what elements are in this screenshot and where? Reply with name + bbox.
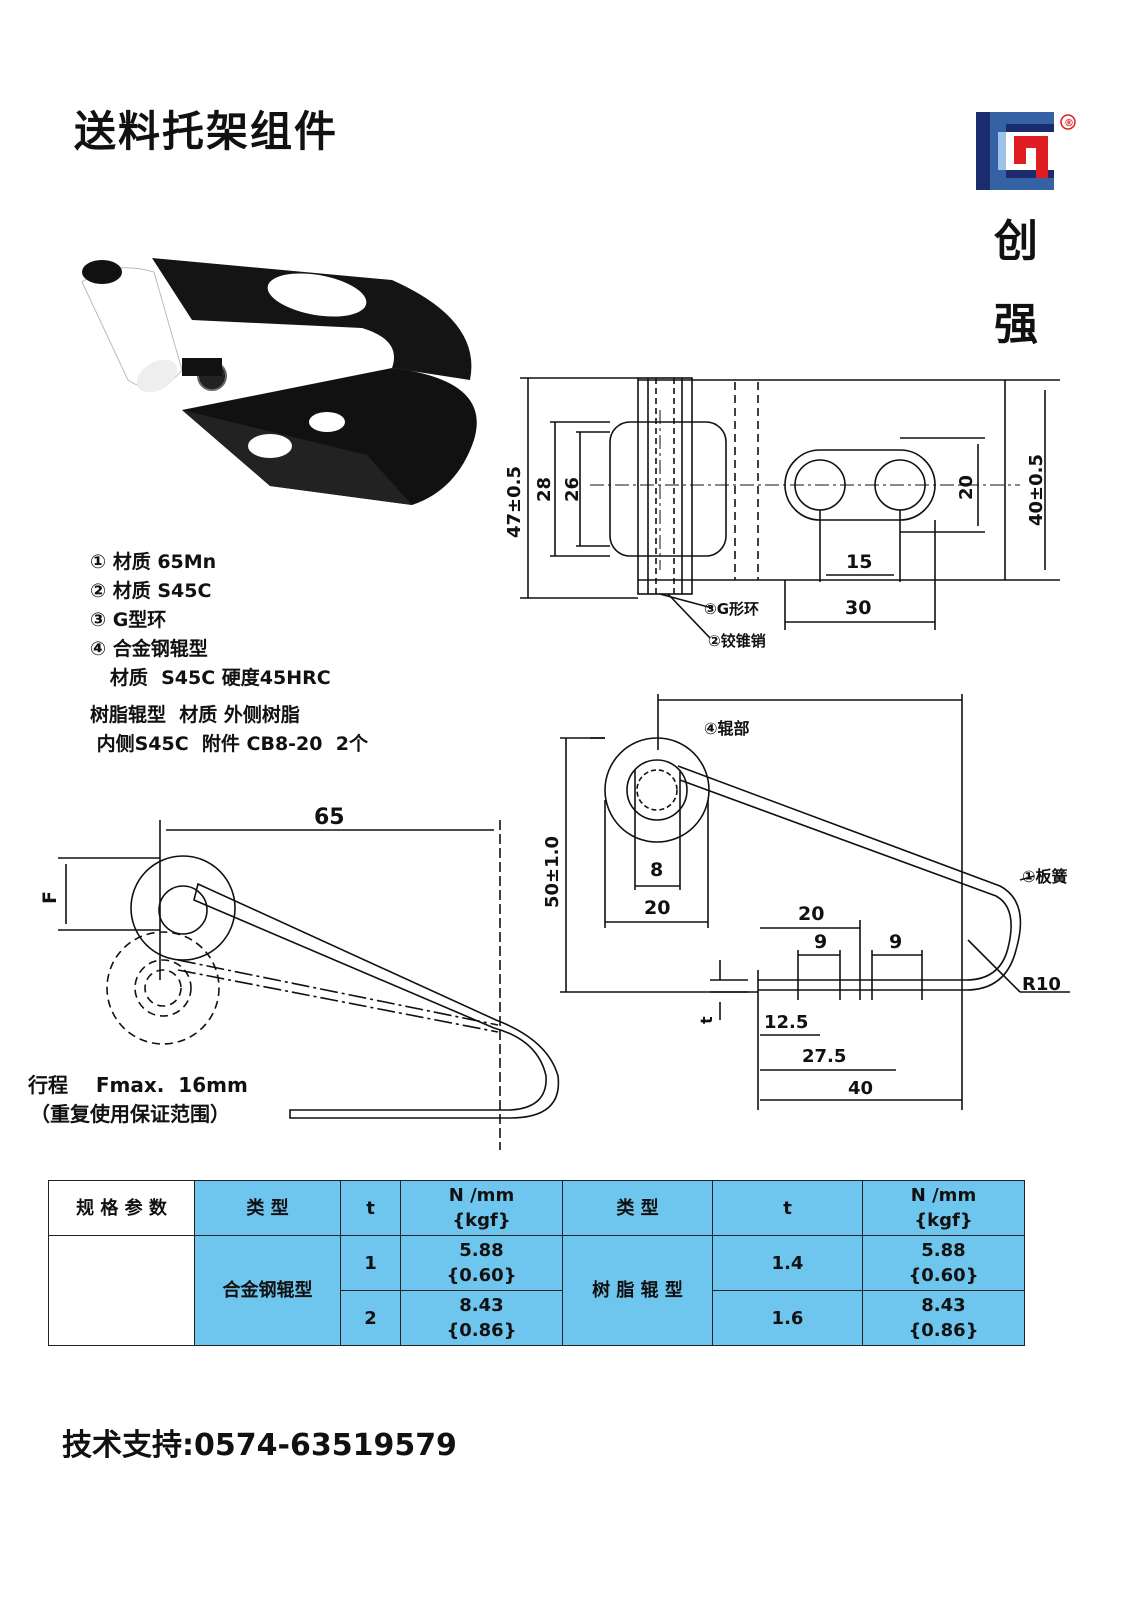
header-type-left: 类 型 xyxy=(194,1180,341,1236)
spec-roller-resin-inner: 内侧S45C 附件 CB8-20 2个 xyxy=(90,733,368,755)
dim-65: 65 xyxy=(314,805,345,830)
dim-8: 8 xyxy=(650,859,663,881)
stroke-note-2: （重复使用保证范围） xyxy=(30,1102,230,1126)
table-row: 5.88{0.60} xyxy=(400,1235,563,1291)
header-t-left: t xyxy=(340,1180,401,1236)
dim-20-top: 20 xyxy=(956,475,977,500)
dim-9-right: 9 xyxy=(889,931,902,953)
table-row: 2 xyxy=(340,1290,401,1346)
brand-char-2: 强 xyxy=(994,299,1038,350)
label-g-ring: ③G形环 xyxy=(704,600,759,618)
dim-f: F xyxy=(39,891,61,904)
spec-roller-alloy: ④ 合金钢辊型 xyxy=(90,638,208,660)
dim-26: 26 xyxy=(562,477,583,502)
table-row: 1 xyxy=(340,1235,401,1291)
product-photo xyxy=(81,258,477,505)
label-spring: ①板簧 xyxy=(1022,867,1068,886)
header-type-right: 类 型 xyxy=(562,1180,713,1236)
label-roller: ④辊部 xyxy=(704,719,750,738)
page-title: 送料托架组件 xyxy=(74,107,339,156)
table-row: 8.43{0.86} xyxy=(862,1290,1025,1346)
dim-40-top: 40±0.5 xyxy=(1026,454,1047,526)
dim-t: t xyxy=(697,1016,716,1024)
dim-27-5: 27.5 xyxy=(802,1046,846,1067)
dim-28: 28 xyxy=(534,477,555,502)
dim-15: 15 xyxy=(846,551,872,573)
registered-mark: ® xyxy=(1064,118,1074,129)
spec-roller-resin: 树脂辊型 材质 外侧树脂 xyxy=(90,704,300,726)
dim-30: 30 xyxy=(845,597,871,619)
brand-logo: ® xyxy=(976,112,1076,190)
tech-support: 技术支持:0574-63519579 xyxy=(62,1428,457,1463)
type-resin: 树 脂 辊 型 xyxy=(562,1235,713,1346)
spec-roller-alloy-material: 材质 S45C 硬度45HRC xyxy=(90,667,331,689)
dim-47: 47±0.5 xyxy=(504,466,525,538)
header-spec: 规 格 参 数 xyxy=(48,1180,195,1236)
table-row: 8.43{0.86} xyxy=(400,1290,563,1346)
brand-char-1: 创 xyxy=(994,216,1038,267)
dim-20-roller: 20 xyxy=(644,897,670,919)
header-t-right: t xyxy=(712,1180,863,1236)
label-pin: ②铰锥销 xyxy=(708,632,766,650)
stroke-drawing: 65 F xyxy=(39,805,560,1150)
dim-r10: R10 xyxy=(1022,974,1061,995)
type-alloy: 合金钢辊型 xyxy=(194,1235,341,1346)
spec-g-ring: ③ G型环 xyxy=(90,609,167,631)
dim-9-left: 9 xyxy=(814,931,827,953)
header-force-left: N /mm{kgf} xyxy=(400,1180,563,1236)
spec-list: ① 材质 65Mn ② 材质 S45C ③ G型环 ④ 合金钢辊型 材质 S45… xyxy=(90,548,368,759)
spec-blank-cell xyxy=(48,1235,195,1346)
spec-table: 规 格 参 数 类 型 t N /mm{kgf} 类 型 t N /mm{kgf… xyxy=(48,1180,1025,1346)
table-row: 5.88{0.60} xyxy=(862,1235,1025,1291)
table-row: 1.6 xyxy=(712,1290,863,1346)
dim-40-side: 40 xyxy=(848,1078,873,1099)
stroke-note: 行程 Fmax. 16mm xyxy=(28,1073,248,1097)
spec-material-1: ① 材质 65Mn xyxy=(90,551,217,573)
side-view-drawing: ④辊部 ①板簧 50±1.0 8 20 20 9 9 t 12.5 27.5 4… xyxy=(542,694,1070,1110)
dim-50: 50±1.0 xyxy=(542,836,563,908)
header-force-right: N /mm{kgf} xyxy=(862,1180,1025,1236)
table-row: 1.4 xyxy=(712,1235,863,1291)
dim-20-slot: 20 xyxy=(798,903,824,925)
dim-12-5: 12.5 xyxy=(764,1012,808,1033)
top-view-drawing: 47±0.5 28 26 20 40±0.5 15 30 ③G形环 ②铰锥销 xyxy=(504,377,1060,650)
spec-material-2: ② 材质 S45C xyxy=(90,580,212,602)
